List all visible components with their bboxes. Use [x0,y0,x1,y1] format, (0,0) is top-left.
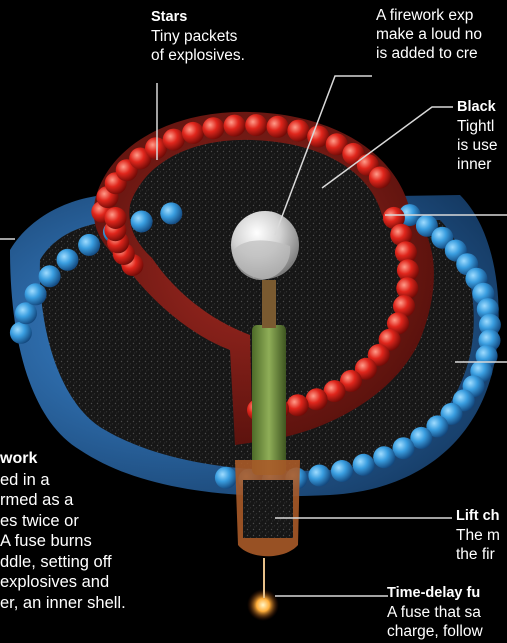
time-delay-label: Time-delay fu A fuse that sa charge, fol… [387,584,483,641]
blue-star [57,249,79,271]
firework-line-7: er, an inner shell. [0,593,126,614]
blue-star [39,265,61,287]
blue-star [160,202,182,224]
firework-line-3: es twice or [0,511,126,532]
black-powder-line-1: Tightl [457,117,498,136]
stars-line-2: of explosives. [151,46,245,65]
stars-line-1: Tiny packets [151,27,245,46]
black-powder-line-3: inner [457,155,498,174]
red-star [267,116,289,138]
blue-star [78,234,100,256]
lift-charge-label: Lift ch The m the fir [456,507,500,564]
time-delay-line-1: A fuse that sa [387,603,483,622]
firework-line-6: explosives and [0,572,126,593]
black-powder-line-2: is use [457,136,498,155]
lift-charge-line-2: the fir [456,545,500,564]
red-star [224,115,246,137]
top-right-line-1: A firework exp [376,6,482,25]
red-star [245,114,267,136]
blue-star [10,322,32,344]
blue-star [25,283,47,305]
lift-charge-line-1: The m [456,526,500,545]
lift-charge-title: Lift ch [456,507,500,526]
blue-star [331,460,353,482]
fuse-top [262,280,276,328]
blue-star [353,454,375,476]
blue-star [131,211,153,233]
red-star [202,117,224,139]
lift-charge-powder [243,480,293,538]
red-star [182,122,204,144]
time-delay-title: Time-delay fu [387,584,483,603]
firework-line-4: A fuse burns [0,531,126,552]
firework-title: work [0,449,126,470]
blue-star [373,446,395,468]
firework-label: work ed in a rmed as a es twice or A fus… [0,449,126,613]
blue-star [308,465,330,487]
black-powder-label: Black Tightl is use inner [457,98,498,174]
blue-star [393,437,415,459]
time-delay-line-2: charge, follow [387,622,483,641]
top-right-line-3: is added to cre [376,44,482,63]
red-star [306,388,328,410]
firework-line-2: rmed as a [0,490,126,511]
black-powder-title: Black [457,98,498,117]
red-star [369,167,391,189]
top-right-line-2: make a loud no [376,25,482,44]
blue-star [15,302,37,324]
firework-line-1: ed in a [0,470,126,491]
top-right-label: A firework exp make a loud no is added t… [376,6,482,63]
red-star [163,129,185,151]
stars-label: Stars Tiny packets of explosives. [151,8,245,65]
red-star [287,394,309,416]
blue-star [215,467,237,489]
red-star [287,120,309,142]
red-star [105,207,127,229]
stars-title: Stars [151,8,245,27]
firework-line-5: ddle, setting off [0,552,126,573]
time-delay-fuse [252,325,286,475]
